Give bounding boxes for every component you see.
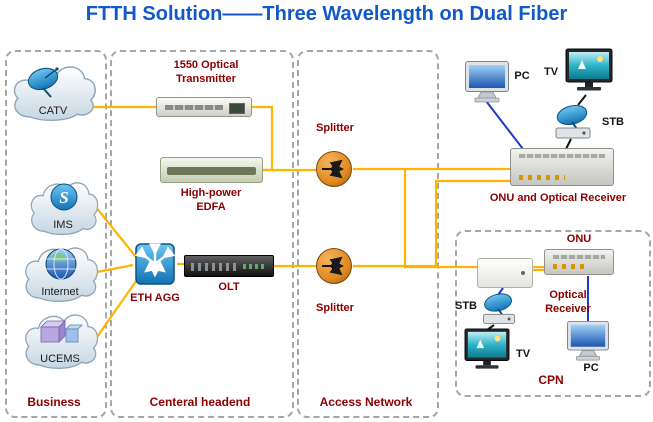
- ims-service-icon: S: [50, 183, 78, 211]
- cpn-onu-label: ONU: [566, 233, 592, 245]
- eth-agg-switch-icon: [134, 243, 176, 285]
- edfa-label: High-power EDFA: [180, 187, 242, 213]
- ucems-cloud: UCEMS: [20, 308, 100, 372]
- onu-optical-receiver-label: ONU and Optical Receiver: [489, 192, 627, 204]
- device-front-band: [167, 167, 256, 175]
- splitter-top-label: Splitter: [316, 122, 354, 134]
- catv-label: CATV: [38, 105, 68, 117]
- diagram-title: FTTH Solution——Three Wavelength on Dual …: [85, 3, 568, 25]
- internet-label: Internet: [41, 286, 79, 298]
- tv-top-label: TV: [543, 66, 559, 78]
- ims-label: IMS: [53, 219, 73, 231]
- cpn-pc-label: PC: [583, 362, 599, 374]
- edfa-device: [160, 157, 263, 183]
- cpn-section-label: CPN: [538, 373, 564, 387]
- cpn-onu-device: [544, 249, 614, 275]
- access-section-box: [297, 50, 439, 418]
- tv-icon: [565, 48, 613, 91]
- satellite-dish-icon: [27, 67, 59, 98]
- cpn-pc-icon: [567, 320, 609, 361]
- stb-top-icon: [555, 105, 591, 139]
- optical-transmitter-device: [156, 97, 252, 117]
- device-led: [521, 271, 525, 275]
- business-section-label: Business: [27, 395, 81, 409]
- ucems-label: UCEMS: [40, 353, 80, 365]
- onu-optical-receiver-device: [510, 148, 614, 186]
- splitter-bottom-label: Splitter: [316, 302, 354, 314]
- device-vents: [553, 255, 605, 259]
- optical-transmitter-label: 1550 Optical Transmitter: [173, 59, 239, 85]
- internet-cloud: Internet: [20, 241, 100, 305]
- eth-agg-label: ETH AGG: [130, 292, 180, 304]
- headend-section-label: Centeral headend: [149, 395, 251, 409]
- olt-label: OLT: [218, 281, 240, 293]
- cpn-stb-label: STB: [455, 300, 477, 312]
- pc-monitor-icon: [465, 61, 509, 103]
- device-ports: [191, 263, 237, 271]
- stb-top-label: STB: [602, 116, 624, 128]
- globe-icon: [45, 248, 77, 280]
- pc-top-label: PC: [514, 70, 530, 82]
- access-section-label: Access Network: [319, 395, 413, 409]
- cpn-tv-label: TV: [515, 348, 531, 360]
- device-leds: [243, 264, 265, 269]
- cpn-section-box: [455, 230, 651, 397]
- splitter-bottom-icon: [316, 248, 352, 284]
- ims-cloud: S IMS: [26, 176, 100, 238]
- cpn-optical-receiver-label: Optical Receiver: [545, 289, 591, 315]
- device-ports: [519, 175, 565, 180]
- device-display: [229, 103, 245, 114]
- server-boxes-icon: [40, 320, 83, 343]
- cpn-tv-icon: [464, 328, 510, 369]
- svg-text:S: S: [59, 188, 68, 207]
- cpn-stb-icon: [483, 293, 515, 324]
- olt-device: [184, 255, 274, 277]
- cpn-optical-receiver-device: [477, 258, 533, 288]
- device-vents: [165, 105, 223, 110]
- device-vents: [519, 154, 605, 158]
- splitter-top-icon: [316, 151, 352, 187]
- catv-cloud: CATV: [8, 60, 98, 124]
- device-ports: [553, 264, 584, 269]
